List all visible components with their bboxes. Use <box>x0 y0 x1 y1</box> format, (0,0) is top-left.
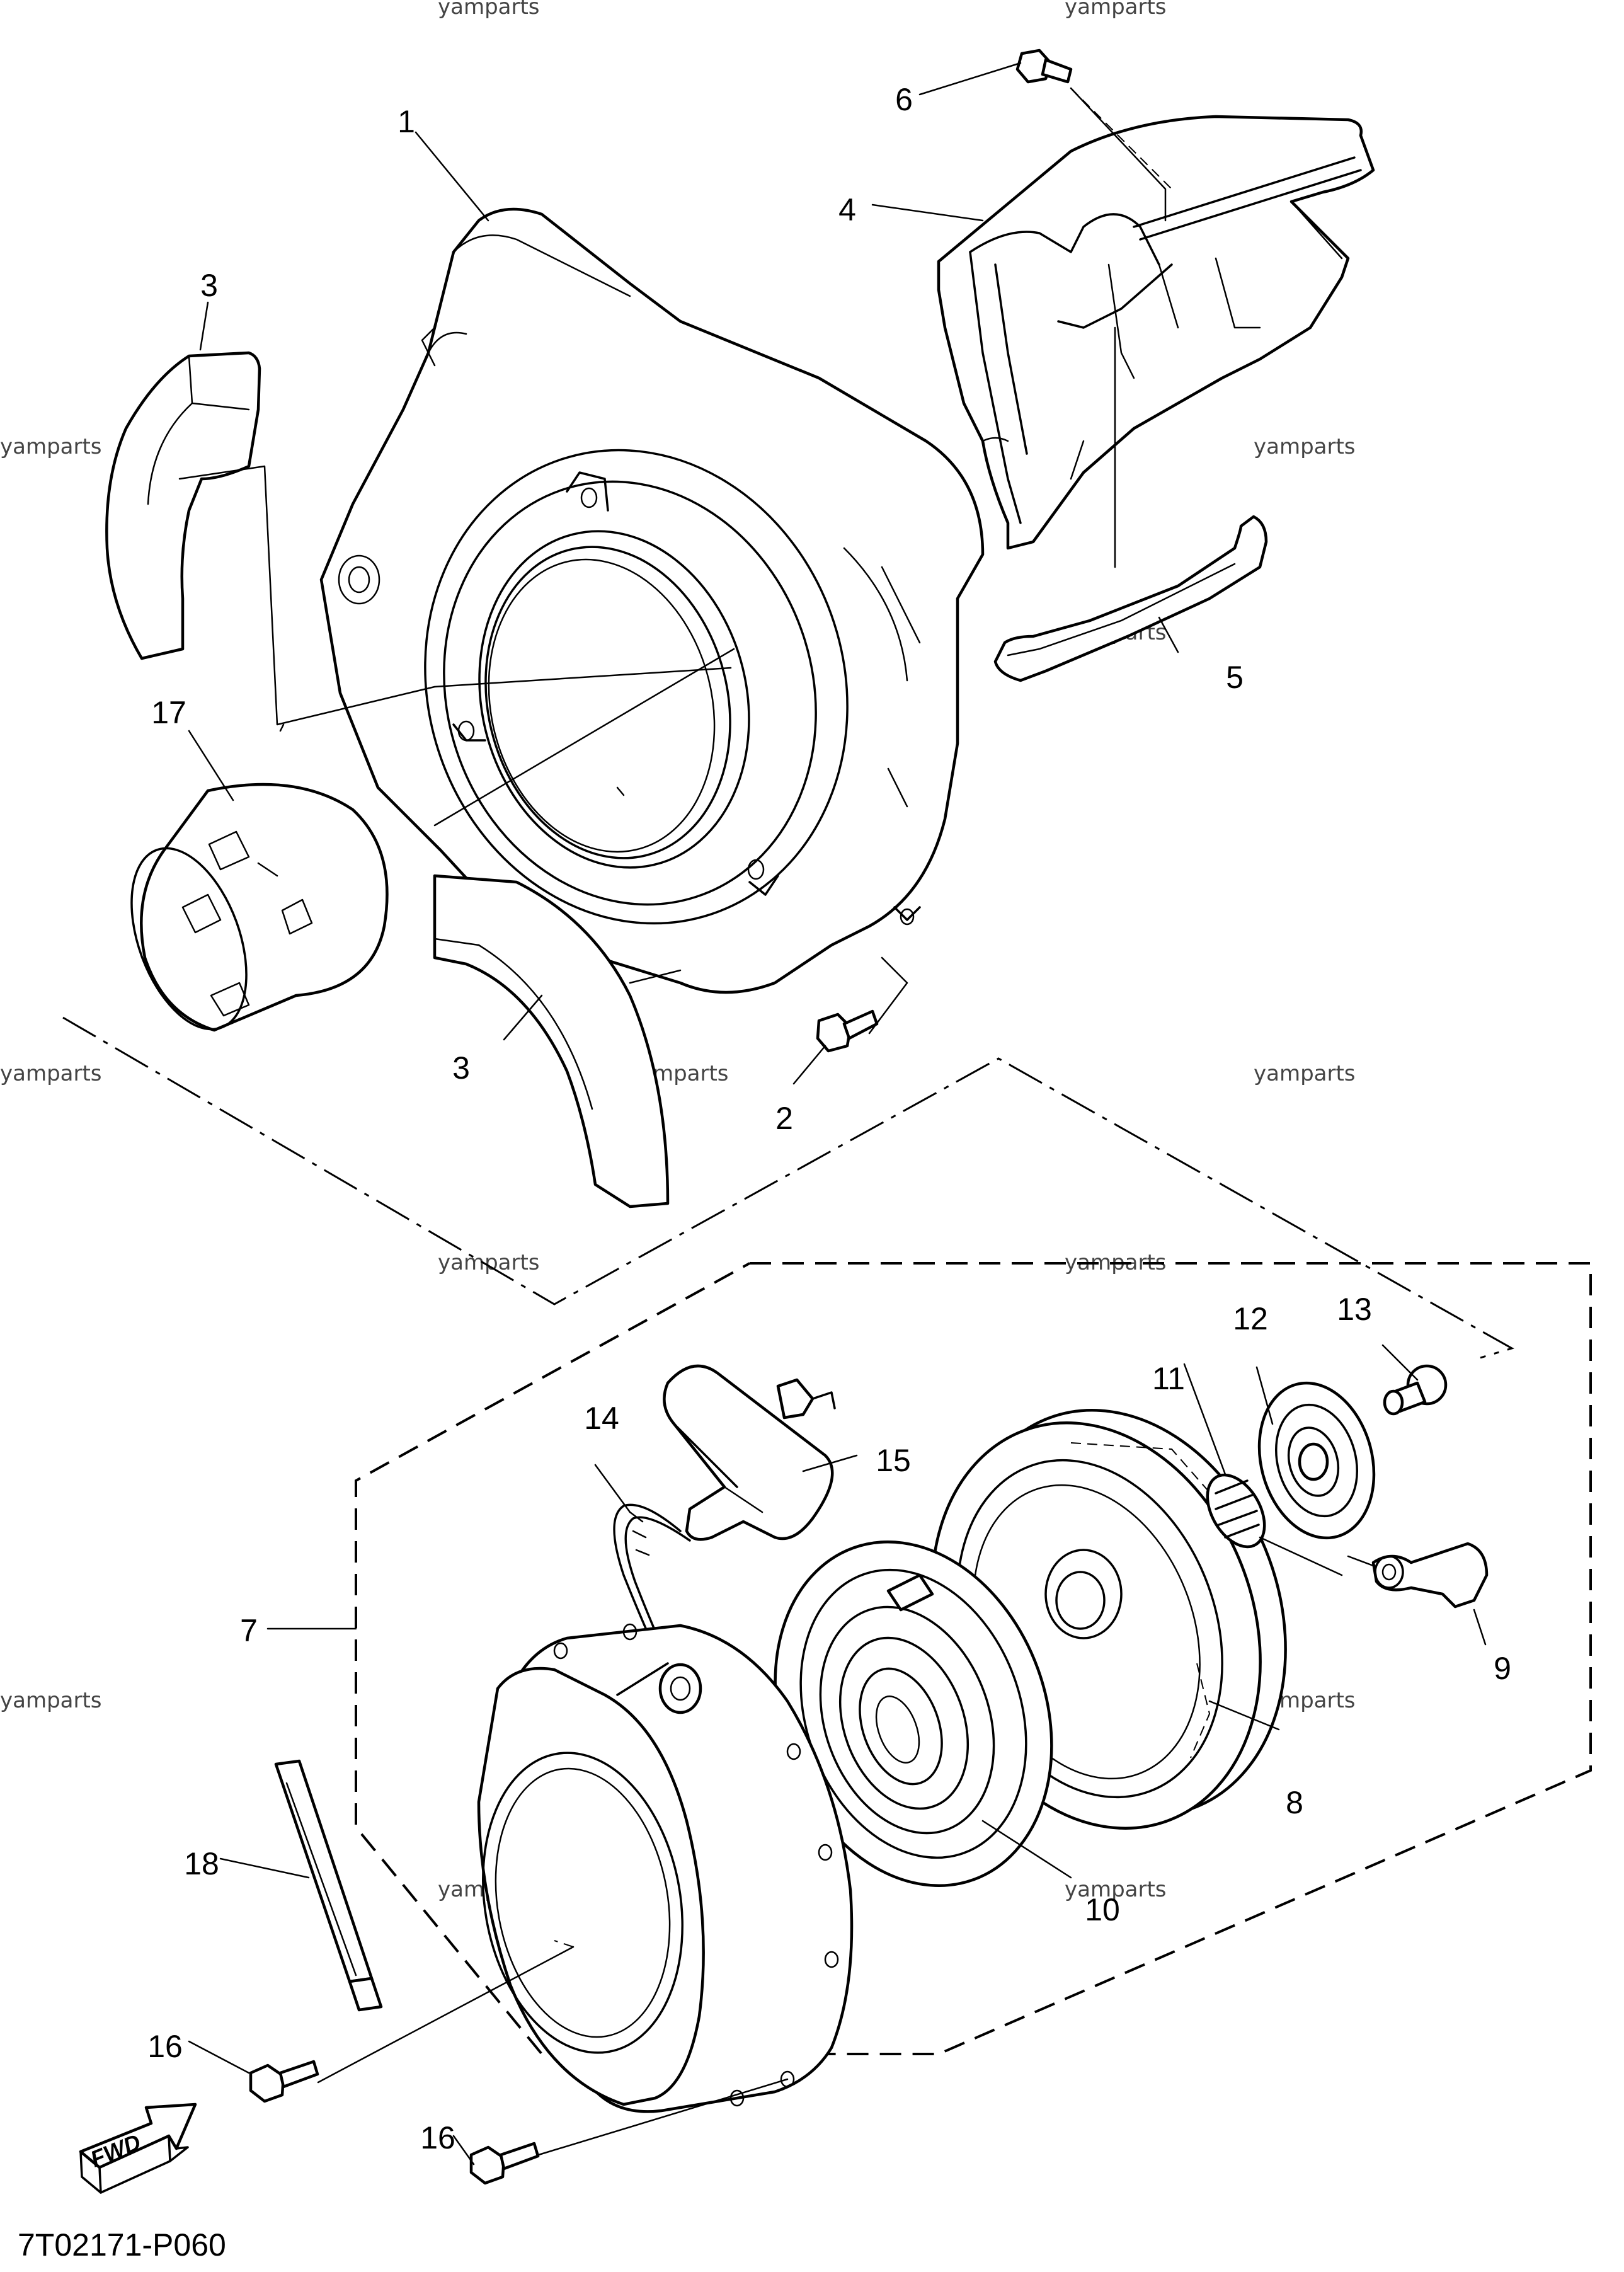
small-spring-part <box>1206 1473 1266 1549</box>
guide-upper-part <box>105 351 261 660</box>
watermark: yamparts <box>438 0 540 20</box>
air-duct-part <box>937 115 1375 550</box>
part-number-7: 7 <box>240 1613 258 1648</box>
part-number-8: 8 <box>1286 1785 1303 1820</box>
watermark: yamparts <box>1254 434 1356 459</box>
bolt-6-part <box>1015 49 1073 84</box>
part-number-6: 6 <box>895 82 913 117</box>
starter-cup-part <box>130 783 389 1032</box>
forward-arrow-icon: FWD <box>79 2103 197 2194</box>
pawl-part <box>1371 1542 1489 1609</box>
part-number-3b: 3 <box>452 1050 470 1086</box>
watermark: yamparts <box>1065 0 1167 20</box>
starter-case-part <box>477 1623 854 2113</box>
assembly-boundary <box>355 1262 1592 2055</box>
fan-cover-part <box>319 207 985 994</box>
bolt-16b-part <box>469 2142 540 2185</box>
part-number-2: 2 <box>775 1101 793 1136</box>
part-number-1: 1 <box>397 104 415 139</box>
diagram-code: 7T02171-P060 <box>18 2227 226 2263</box>
seal-strip-part <box>993 515 1268 682</box>
part-number-18: 18 <box>184 1846 219 1881</box>
leader-lines <box>188 62 1487 2166</box>
part-number-15: 15 <box>876 1443 911 1478</box>
decal-strip-part <box>274 1759 383 2012</box>
part-number-14: 14 <box>584 1401 619 1436</box>
part-number-9: 9 <box>1494 1651 1511 1686</box>
part-number-3a: 3 <box>200 268 218 303</box>
part-number-16b: 16 <box>420 2120 455 2155</box>
guide-lower-part <box>433 874 670 1208</box>
assembly-lines <box>62 87 1514 2156</box>
bolt-16a-part <box>249 2060 319 2103</box>
watermark: yamparts <box>0 1061 102 1086</box>
part-number-12: 12 <box>1233 1301 1268 1336</box>
part-number-10: 10 <box>1085 1892 1120 1927</box>
watermark: yamparts <box>1254 1061 1356 1086</box>
friction-plate-part <box>1257 1381 1376 1540</box>
fwd-label: FWD <box>87 2129 144 2172</box>
part-number-13: 13 <box>1337 1292 1372 1327</box>
part-number-17: 17 <box>151 695 186 730</box>
part-number-5: 5 <box>1226 660 1244 695</box>
part-number-labels: 1 3 17 3 4 6 5 2 14 15 11 12 13 9 8 10 7… <box>147 82 1511 2155</box>
watermark: yamparts <box>1065 1877 1167 1902</box>
watermark: yamparts <box>438 1250 540 1275</box>
part-number-16a: 16 <box>147 2029 183 2064</box>
watermark: yamparts <box>0 1688 102 1713</box>
bolt-2-part <box>816 1009 879 1053</box>
part-number-11: 11 <box>1152 1361 1185 1396</box>
watermark: yamparts <box>0 434 102 459</box>
part-number-4: 4 <box>838 192 856 227</box>
screw-13-part <box>1383 1364 1448 1416</box>
